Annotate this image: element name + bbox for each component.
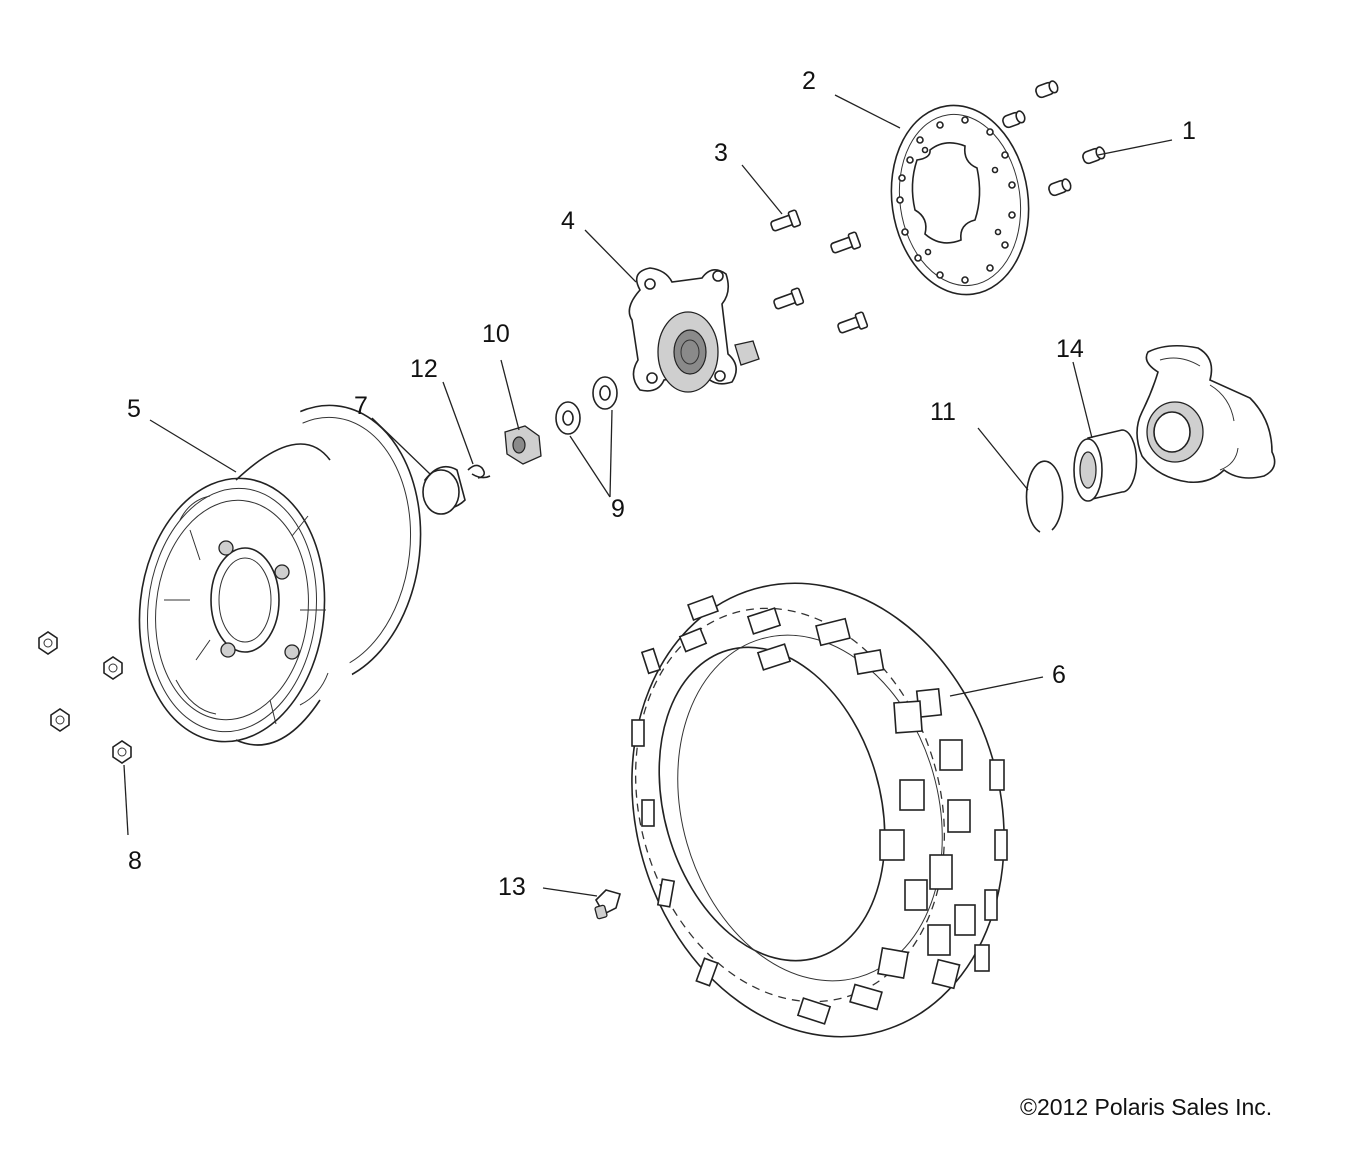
- steering-knuckle: [1136, 344, 1276, 484]
- hub-cap: [422, 465, 466, 515]
- copyright-notice: ©2012 Polaris Sales Inc.: [1020, 1094, 1273, 1120]
- callout-13: 13: [498, 873, 526, 901]
- callout-12: 12: [410, 355, 438, 383]
- wheel-rim: [138, 404, 422, 760]
- brake-disc: [890, 104, 1030, 296]
- wheel-bearing: [1073, 429, 1138, 502]
- callout-14: 14: [1056, 335, 1084, 363]
- callout-10: 10: [482, 320, 510, 348]
- callout-8: 8: [128, 847, 142, 875]
- tire: [631, 582, 1008, 1038]
- callout-5: 5: [127, 395, 141, 423]
- leader-lines: [123, 94, 1173, 897]
- snap-ring: [1025, 460, 1064, 533]
- cotter-pin: [467, 464, 491, 479]
- wheel-hub: [628, 267, 760, 393]
- callout-11: 11: [930, 398, 956, 426]
- washers: [555, 376, 618, 435]
- valve-stem: [594, 889, 621, 920]
- callout-1: 1: [1182, 117, 1196, 145]
- callout-labels: 1 2 3 4 5 6 7 8 9 10 11 12 13 14: [127, 67, 1196, 901]
- castle-nut: [504, 425, 542, 465]
- callout-2: 2: [802, 67, 816, 95]
- hub-studs: [770, 209, 869, 334]
- callout-6: 6: [1052, 661, 1066, 689]
- callout-7: 7: [354, 392, 368, 420]
- callout-9: 9: [611, 495, 625, 523]
- callout-3: 3: [714, 139, 728, 167]
- disc-bolts: [1002, 80, 1106, 197]
- lug-nuts: [38, 631, 132, 764]
- callout-4: 4: [561, 207, 575, 235]
